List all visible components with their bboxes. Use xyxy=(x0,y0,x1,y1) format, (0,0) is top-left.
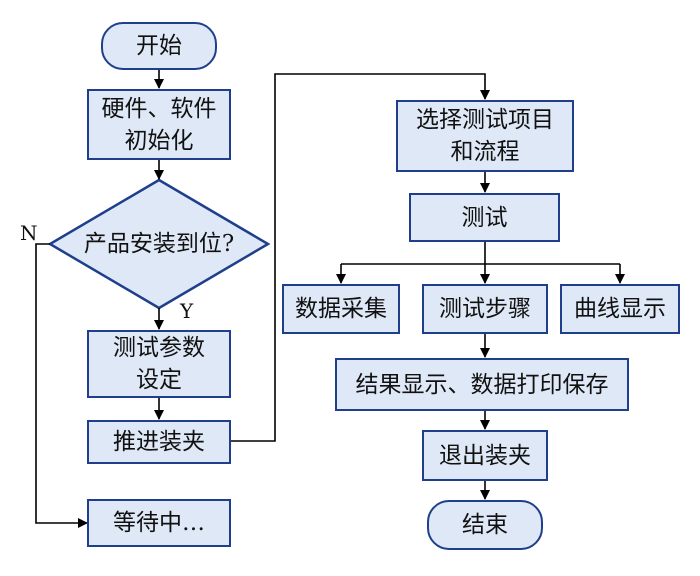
end-node: 结束 xyxy=(427,500,543,550)
init-node: 硬件、软件 初始化 xyxy=(87,89,231,160)
params-node: 测试参数 设定 xyxy=(87,330,231,398)
select-node: 选择测试项目 和流程 xyxy=(396,100,574,172)
no-label: N xyxy=(20,221,38,245)
steps-node: 测试步骤 xyxy=(422,284,548,334)
collect-node: 数据采集 xyxy=(282,284,400,334)
test-node: 测试 xyxy=(409,193,560,242)
push-node: 推进装夹 xyxy=(87,420,231,464)
arrow-push-to-select xyxy=(231,73,490,442)
start-node: 开始 xyxy=(101,22,217,70)
result-node: 结果显示、数据打印保存 xyxy=(335,358,629,411)
exit-node: 退出装夹 xyxy=(422,430,548,481)
arrow-no-branch-to-wait xyxy=(35,243,88,528)
wait-node: 等待中… xyxy=(87,499,231,547)
curve-node: 曲线显示 xyxy=(560,284,680,334)
yes-label: Y xyxy=(180,299,194,323)
decision-label: 产品安装到位? xyxy=(83,231,235,257)
